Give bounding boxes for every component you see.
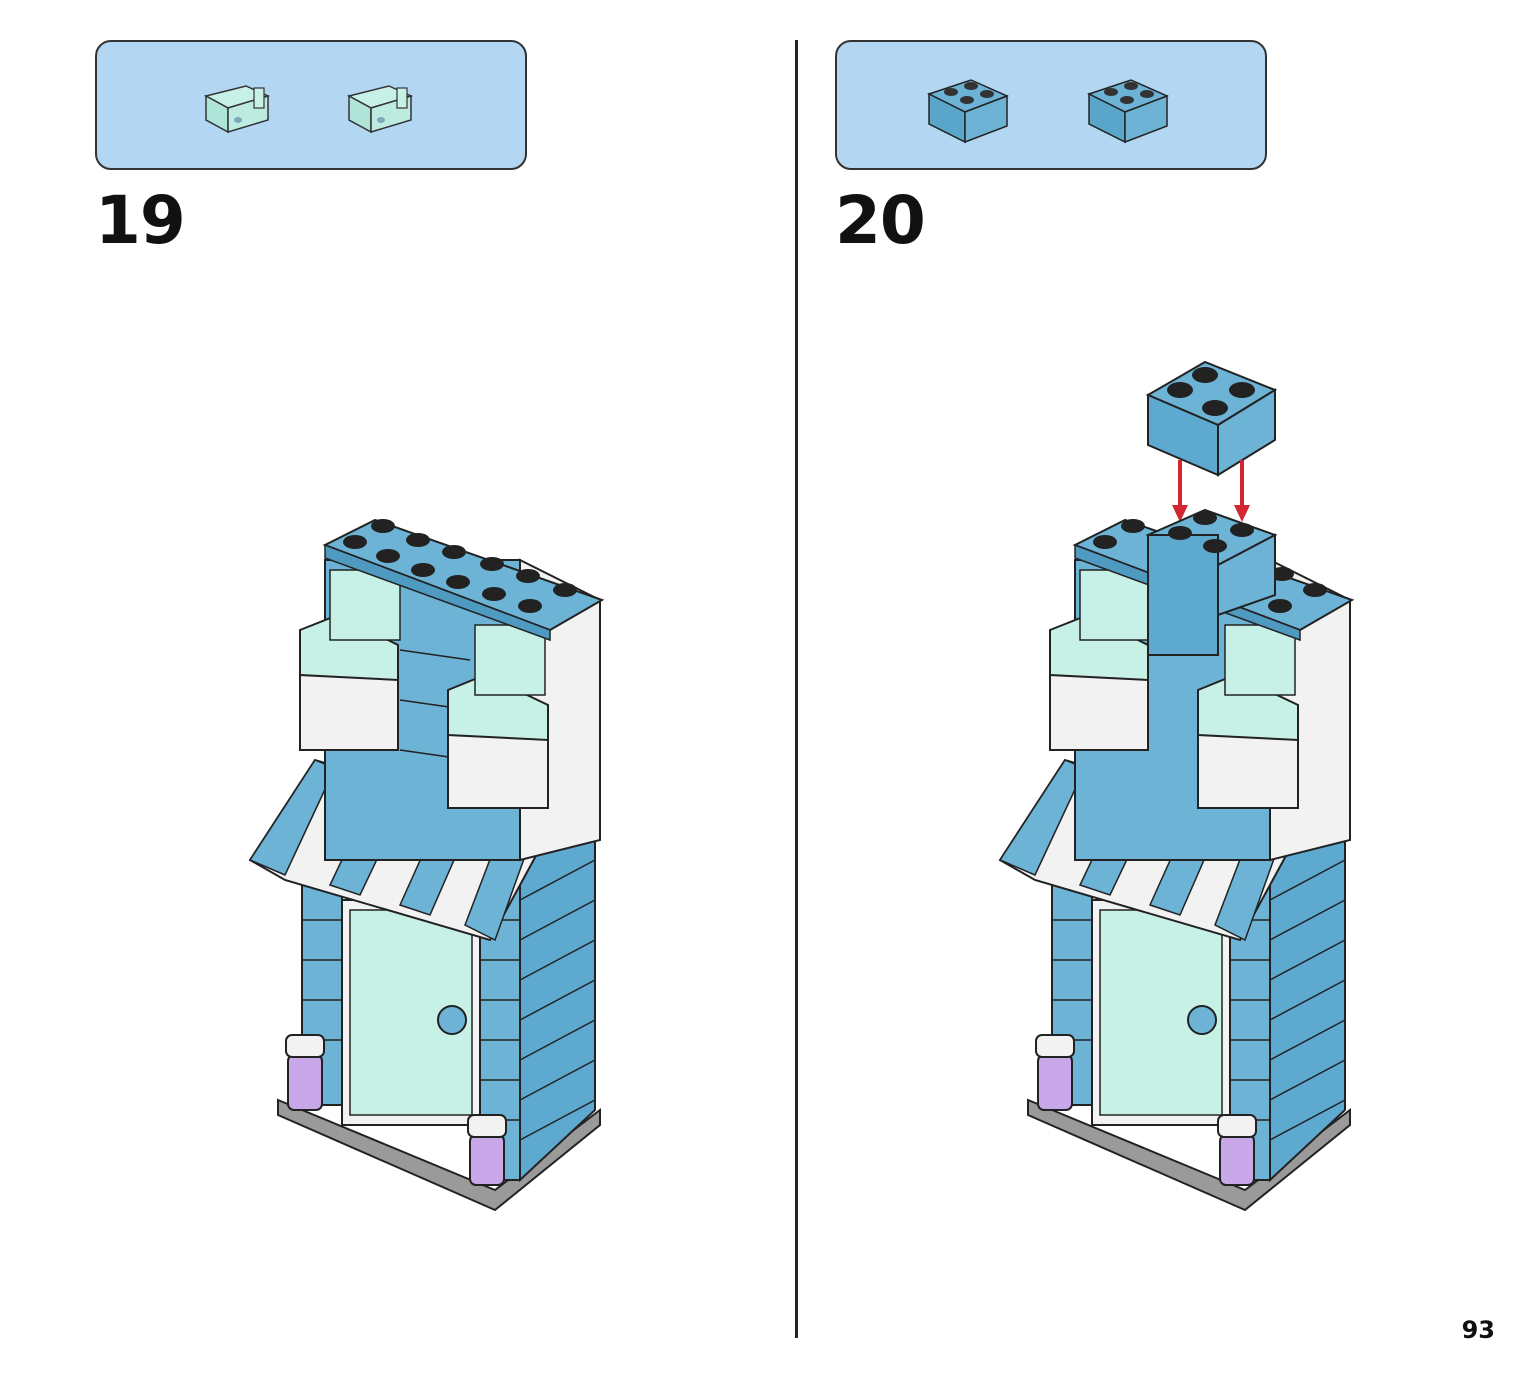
building-illustration-step-20 [998, 360, 1355, 1212]
parts-callout-step-19 [95, 40, 527, 170]
new-2x2-brick [1145, 360, 1278, 477]
window-box [447, 729, 549, 809]
door-knob [437, 1005, 467, 1035]
base-plate [277, 1098, 601, 1212]
step-number-19: 19 [95, 182, 186, 259]
base-plate [1027, 1098, 1351, 1212]
window-box [299, 674, 399, 751]
page-divider [795, 40, 798, 1338]
flower-pot [287, 1054, 323, 1111]
page-number: 93 [1461, 1316, 1495, 1344]
building-illustration-step-19 [248, 518, 605, 1212]
transparent-window-brick-icon [203, 85, 271, 134]
blue-2x2-brick-icon [927, 79, 1009, 144]
parts-callout-step-20 [835, 40, 1267, 170]
placement-arrows [1172, 460, 1250, 522]
step-number-20: 20 [835, 182, 926, 259]
transparent-window-brick-icon [346, 85, 414, 134]
flower-pot [469, 1134, 505, 1186]
blue-2x2-brick-icon [1087, 79, 1169, 144]
